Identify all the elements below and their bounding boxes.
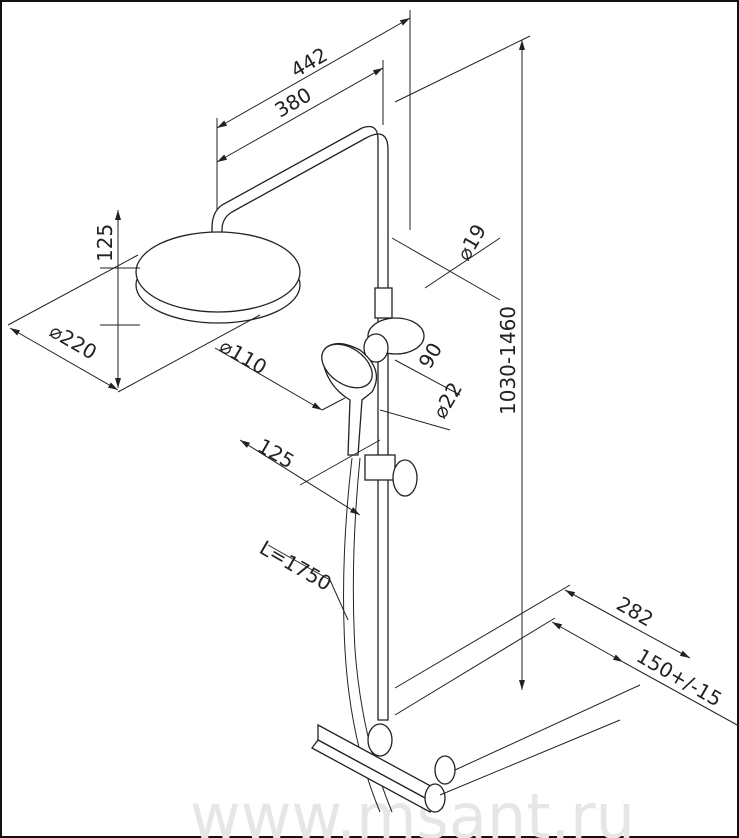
slider-holder <box>363 287 425 363</box>
dim-mixer-depth: 282 <box>613 592 658 632</box>
overhead-shower-head <box>135 231 301 324</box>
dim-inlet-spacing: 150+/-15 <box>633 644 727 712</box>
thermostatic-mixer <box>311 723 456 813</box>
dim-hand-shower-diameter: ⌀110 <box>216 334 271 380</box>
hand-shower <box>321 343 378 456</box>
dim-arm-total: 442 <box>287 42 332 82</box>
dim-hand-holder-reach: 125 <box>254 434 299 474</box>
dim-slider-diameter: ⌀22 <box>428 378 468 422</box>
dim-head-height: 125 <box>93 224 117 262</box>
dim-arm-reach: 380 <box>271 82 316 122</box>
dim-height-range: 1030-1460 <box>496 306 520 415</box>
dimension-lines <box>7 10 739 796</box>
dim-hose-length: L=1750 <box>256 536 336 596</box>
dim-riser-diameter: ⌀19 <box>452 220 492 264</box>
lower-holder <box>364 454 418 497</box>
dim-head-diameter: ⌀220 <box>46 319 101 365</box>
